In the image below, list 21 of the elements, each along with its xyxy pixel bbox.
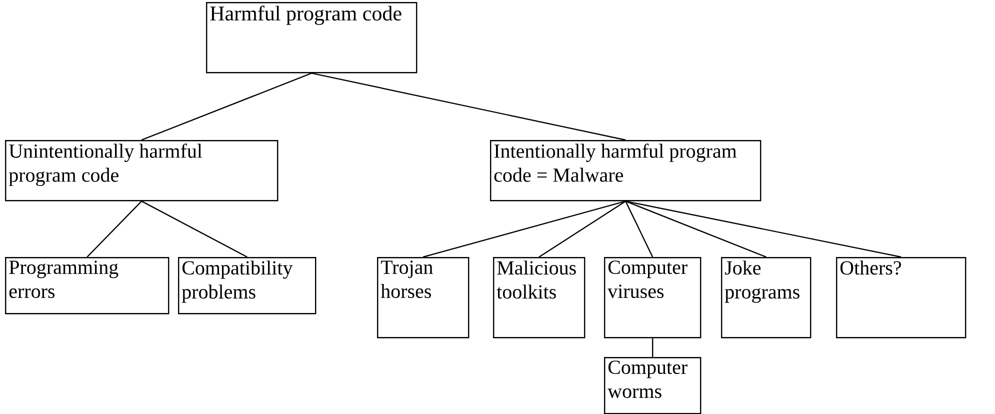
category-box: Computer viruses [604,256,702,338]
category-box: Trojan horses [377,256,470,338]
category-box: Unintentionally harmful program code [5,140,278,202]
connector-line [422,200,626,258]
connector-line [625,200,654,258]
connector-line [141,72,312,141]
root-box: Harmful program code [206,2,418,74]
category-box: Malicious toolkits [493,256,586,338]
connector-line [625,200,902,258]
connector-line [625,200,766,258]
category-box: Others? [836,256,966,338]
category-box: Programming errors [5,256,170,314]
category-box: Intentionally harmful program code = Malware [490,140,762,202]
category-box: Joke programs [721,256,812,338]
category-box: Compatibility problems [178,256,316,314]
connector-line [86,200,142,258]
category-box: Computer worms [604,356,702,414]
connector-line [538,200,626,258]
connector-line [141,200,248,258]
connector-line [311,72,626,141]
connector-line [652,338,654,357]
